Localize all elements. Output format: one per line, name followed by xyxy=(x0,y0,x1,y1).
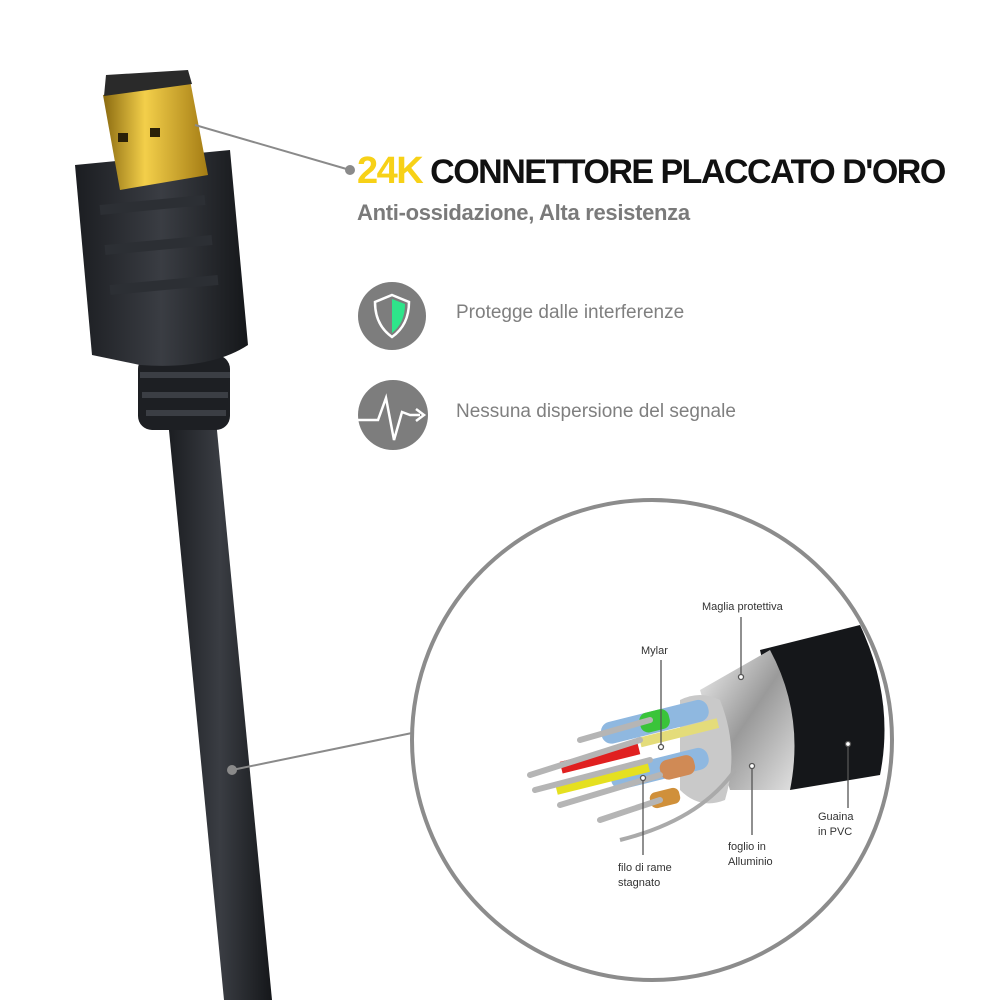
cable xyxy=(168,420,272,1000)
label-line: Alluminio xyxy=(728,856,773,868)
label-braid: Maglia protettiva xyxy=(702,601,783,613)
feature-text: Protegge dalle interferenze xyxy=(456,302,685,323)
label-line: Guaina xyxy=(818,811,854,823)
cable-cross-section xyxy=(527,625,885,842)
label-line: filo di rame xyxy=(618,862,672,874)
label-line: in PVC xyxy=(818,826,853,838)
headline: 24K CONNETTORE PLACCATO D'ORO xyxy=(357,150,946,193)
subtitle: Anti-ossidazione, Alta resistenza xyxy=(357,200,690,225)
signal-wave-icon xyxy=(358,380,428,450)
shield-icon xyxy=(358,282,426,350)
label-foil: foglio in Alluminio xyxy=(728,840,773,870)
label-copper: filo di rame stagnato xyxy=(618,861,672,891)
headline-text: CONNETTORE PLACCATO D'ORO xyxy=(430,153,946,191)
feature-text: Nessuna dispersione del segnale xyxy=(456,401,736,422)
leader-dot xyxy=(345,165,355,175)
label-pointers xyxy=(639,617,852,855)
headline-highlight: 24K xyxy=(357,150,424,192)
strain-relief xyxy=(138,355,230,430)
label-line: foglio in xyxy=(728,841,766,853)
label-jacket: Guaina in PVC xyxy=(818,810,853,840)
label-line: stagnato xyxy=(618,877,661,889)
label-mylar: Mylar xyxy=(641,645,668,657)
